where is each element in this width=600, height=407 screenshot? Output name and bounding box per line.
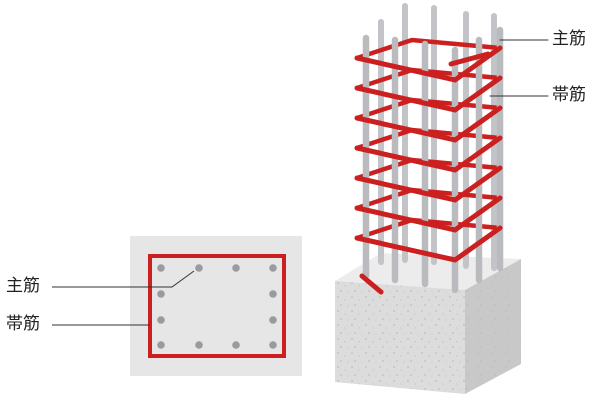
rebar-dot — [269, 290, 277, 298]
label-main-rebar-left: 主筋 — [6, 276, 40, 296]
rebar-dot — [157, 316, 165, 324]
label-hoop-rebar-right: 帯筋 — [552, 85, 586, 105]
rebar-dot — [269, 341, 277, 349]
base-front-texture — [335, 281, 465, 394]
hoop — [354, 45, 503, 83]
hoops-front — [354, 45, 503, 295]
section-main-rebars — [157, 264, 277, 349]
rebar-dot — [232, 341, 240, 349]
rebar-dot — [157, 341, 165, 349]
hoop — [354, 105, 503, 143]
hoop — [354, 75, 503, 113]
hoop — [354, 225, 503, 263]
rebar-dot — [157, 264, 165, 272]
rebar-dot — [269, 264, 277, 272]
section-concrete — [130, 236, 302, 376]
section-hoop — [148, 254, 286, 358]
hoop-hook — [359, 273, 384, 295]
rebar-dot — [157, 290, 165, 298]
rebar-dot — [232, 264, 240, 272]
rebar-cage — [354, 3, 549, 295]
label-hoop-rebar-left: 帯筋 — [6, 314, 40, 334]
cross-section — [52, 236, 302, 376]
hoop — [354, 165, 503, 203]
hoop-hook — [448, 51, 491, 67]
hoop — [354, 37, 503, 61]
rebar-dot — [195, 341, 203, 349]
label-main-rebar-right: 主筋 — [552, 29, 586, 49]
hoop — [354, 195, 503, 233]
base-side-texture — [465, 259, 521, 394]
rebar-dot — [269, 316, 277, 324]
hoop — [354, 135, 503, 173]
leader-line-main-left — [52, 270, 195, 288]
rebar-dot — [195, 264, 203, 272]
